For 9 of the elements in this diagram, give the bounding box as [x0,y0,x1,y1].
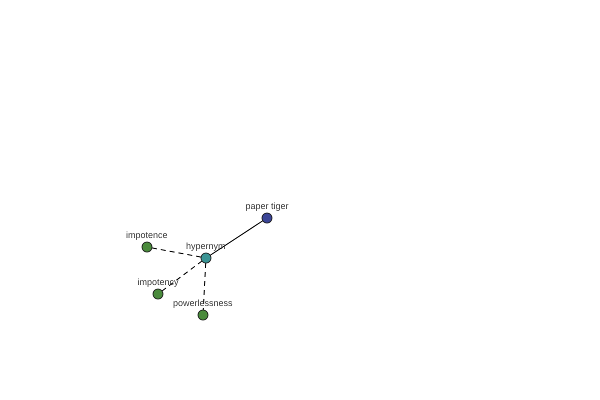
node-label: impotence [126,230,168,241]
connector-line [162,260,202,292]
connector-line [202,262,206,310]
node-label: impotency [138,277,179,288]
connector-line [151,247,202,258]
node-label: hypernym [186,241,226,252]
connector-line [210,220,264,256]
node-label: powerlessness [173,298,233,309]
node-label: paper tiger [246,201,289,212]
